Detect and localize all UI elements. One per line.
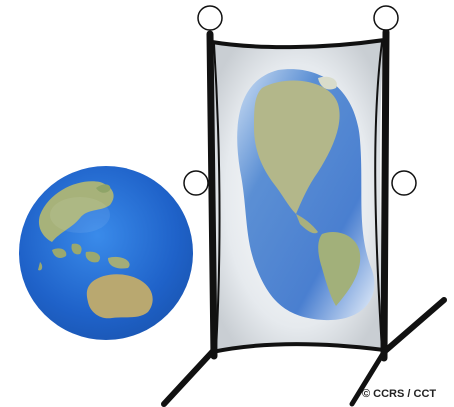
- left-globe: [19, 166, 193, 340]
- ring-top-left: [198, 6, 222, 30]
- globe-shine: [50, 197, 110, 233]
- ring-top-right: [374, 6, 398, 30]
- copyright-credit: © CCRS / CCT: [362, 388, 436, 400]
- stretch-frame: [164, 6, 444, 404]
- frame-leg-right: [384, 300, 444, 352]
- frame-pole-left: [210, 34, 214, 356]
- frame-leg-left: [164, 350, 214, 404]
- frame-pole-right: [384, 32, 386, 358]
- ring-mid-right: [392, 171, 416, 195]
- ring-mid-left: [184, 171, 208, 195]
